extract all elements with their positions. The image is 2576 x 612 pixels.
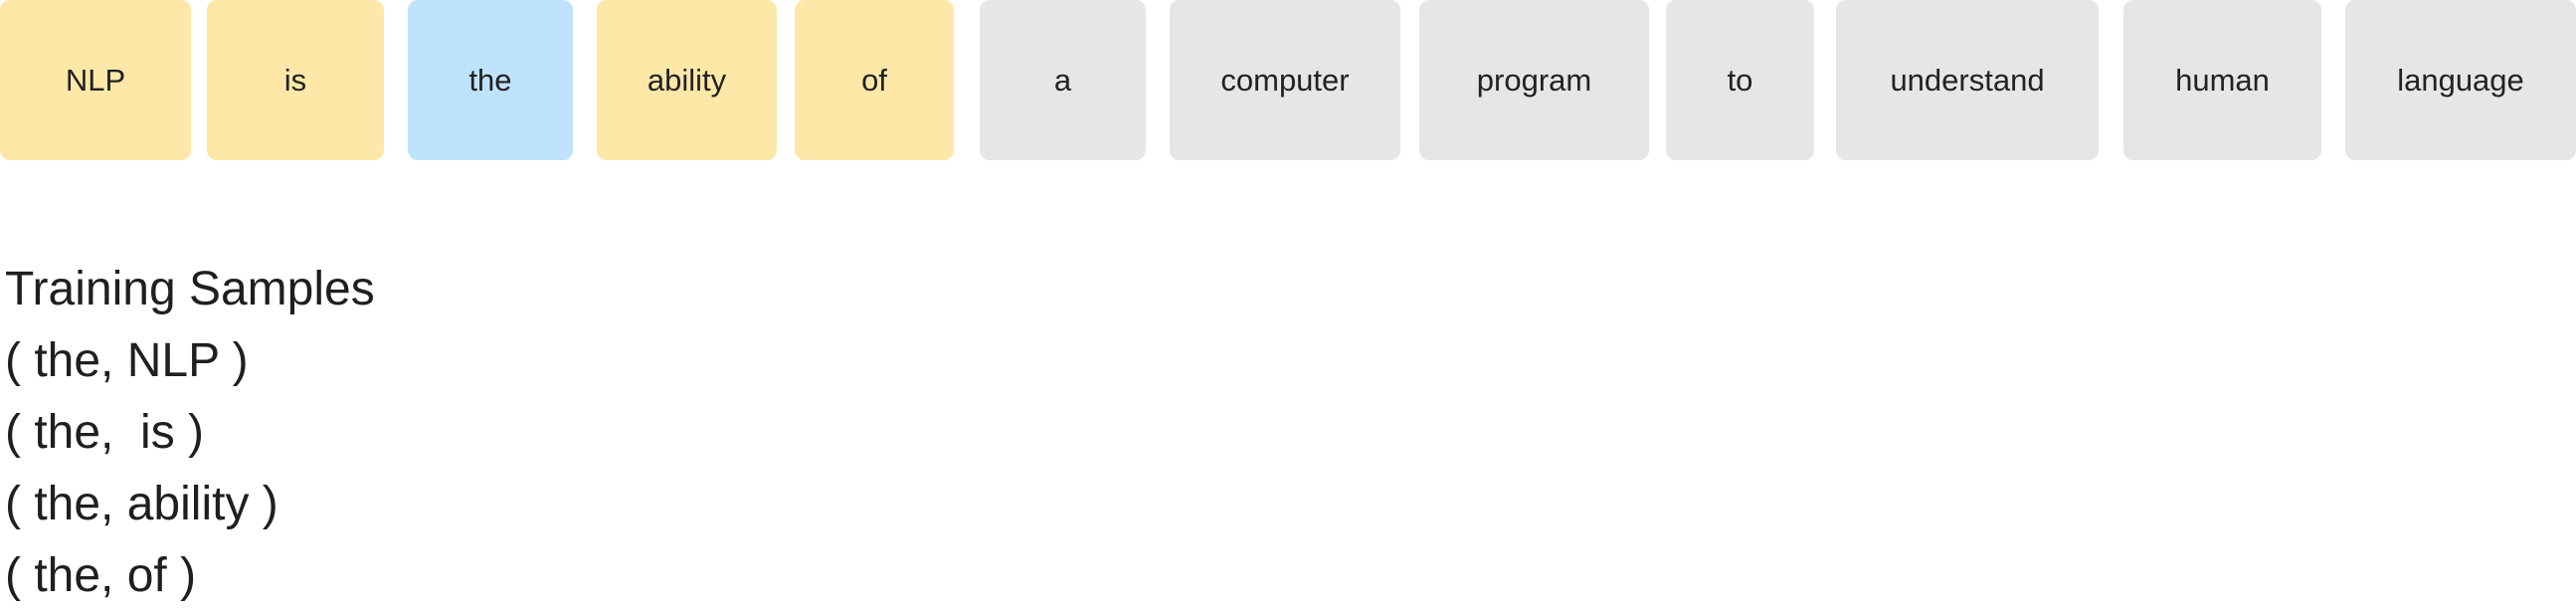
token-a: a [980, 0, 1146, 160]
sample-list: ( the, NLP ) ( the, is ) ( the, ability … [5, 325, 375, 612]
token-label: program [1476, 62, 1592, 98]
training-samples: Training Samples ( the, NLP ) ( the, is … [5, 254, 375, 612]
training-samples-title: Training Samples [5, 263, 375, 315]
token-the: the [408, 0, 573, 160]
token-to: to [1666, 0, 1814, 160]
token-nlp: NLP [0, 0, 191, 160]
sample-pair: ( the, is ) [5, 406, 205, 459]
token-label: language [2397, 62, 2524, 98]
token-label: of [861, 62, 887, 98]
token-ability: ability [597, 0, 777, 160]
token-program: program [1419, 0, 1649, 160]
token-label: is [283, 62, 307, 98]
sample-pair: ( the, of ) [5, 549, 197, 602]
token-is: is [207, 0, 384, 160]
token-label: NLP [65, 62, 126, 98]
sample-pair: ( the, ability ) [5, 478, 278, 530]
token-label: a [1053, 62, 1072, 98]
token-understand: understand [1836, 0, 2099, 160]
token-computer: computer [1170, 0, 1400, 160]
token-row: NLP is the ability of a computer program… [0, 0, 2576, 160]
token-of: of [795, 0, 954, 160]
token-label: human [2175, 62, 2270, 98]
token-language: language [2345, 0, 2576, 160]
token-human: human [2123, 0, 2321, 160]
token-label: understand [1890, 62, 2045, 98]
sample-pair: ( the, NLP ) [5, 334, 249, 387]
token-label: the [468, 62, 512, 98]
token-label: computer [1220, 62, 1350, 98]
token-label: ability [646, 62, 727, 98]
token-label: to [1727, 62, 1753, 98]
